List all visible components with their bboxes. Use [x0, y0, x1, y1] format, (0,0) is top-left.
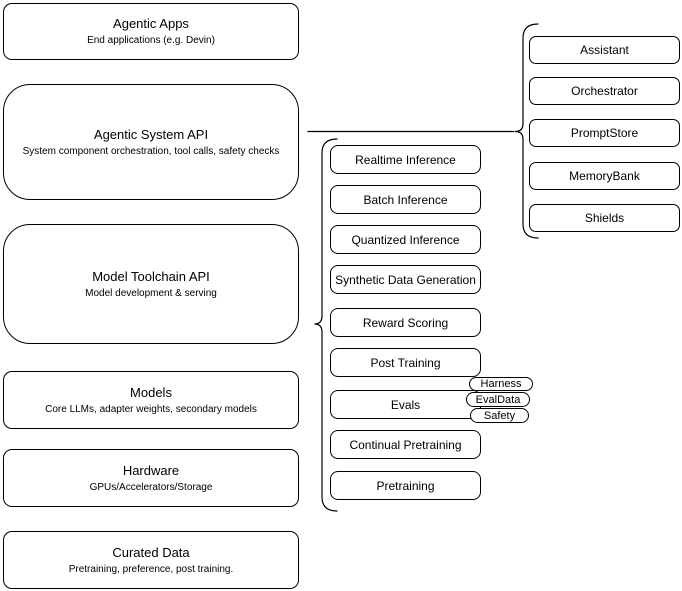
node-subtitle: End applications (e.g. Devin) [87, 35, 215, 46]
tag-safety: Safety [470, 408, 529, 423]
node-continual-pretraining: Continual Pretraining [330, 430, 481, 459]
node-reward-scoring: Reward Scoring [330, 308, 481, 337]
node-agentic-apps: Agentic Apps End applications (e.g. Devi… [3, 3, 299, 60]
node-label: Reward Scoring [362, 315, 449, 330]
node-title: Hardware [122, 462, 180, 478]
node-label: Continual Pretraining [349, 437, 462, 452]
node-evals: Evals [330, 390, 481, 419]
node-models: Models Core LLMs, adapter weights, secon… [3, 371, 299, 429]
node-label: Post Training [370, 355, 441, 370]
node-agentic-system-api: Agentic System API System component orch… [3, 84, 299, 200]
node-title: Model Toolchain API [92, 268, 210, 284]
node-title: Agentic Apps [113, 16, 189, 31]
node-pretraining: Pretraining [330, 471, 481, 500]
node-label: Quantized Inference [351, 232, 460, 247]
node-memorybank: MemoryBank [529, 162, 680, 190]
node-label: Realtime Inference [355, 152, 456, 167]
tag-label: Safety [483, 409, 516, 422]
node-label: Pretraining [376, 478, 435, 493]
node-label: Orchestrator [571, 84, 638, 98]
node-label: Synthetic Data Generation [335, 272, 476, 287]
node-realtime-inference: Realtime Inference [330, 145, 481, 174]
node-label: Evals [390, 397, 421, 412]
node-subtitle: GPUs/Accelerators/Storage [89, 481, 213, 493]
node-orchestrator: Orchestrator [529, 77, 680, 105]
node-title: Models [130, 384, 172, 400]
node-label: MemoryBank [569, 169, 640, 183]
tag-label: Harness [480, 378, 522, 390]
node-model-toolchain-api: Model Toolchain API Model development & … [3, 224, 299, 344]
node-subtitle: Pretraining, preference, post training. [68, 563, 234, 575]
node-label: Assistant [580, 43, 629, 57]
node-subtitle: Core LLMs, adapter weights, secondary mo… [45, 403, 257, 415]
tag-label: EvalData [475, 393, 521, 406]
node-shields: Shields [529, 204, 680, 232]
node-synthetic-data-generation: Synthetic Data Generation [330, 265, 481, 294]
node-assistant: Assistant [529, 36, 680, 64]
node-subtitle: Model development & serving [85, 287, 217, 299]
node-promptstore: PromptStore [529, 119, 680, 147]
tag-harness: Harness [469, 377, 533, 391]
node-title: Agentic System API [93, 126, 209, 142]
node-hardware: Hardware GPUs/Accelerators/Storage [3, 449, 299, 507]
node-quantized-inference: Quantized Inference [330, 225, 481, 254]
tag-evaldata: EvalData [466, 392, 530, 407]
node-post-training: Post Training [330, 348, 481, 377]
node-subtitle: System component orchestration, tool cal… [22, 145, 280, 157]
node-label: Shields [584, 211, 625, 225]
node-curated-data: Curated Data Pretraining, preference, po… [3, 531, 299, 589]
node-label: Batch Inference [363, 192, 448, 207]
node-title: Curated Data [112, 544, 190, 560]
node-batch-inference: Batch Inference [330, 185, 481, 214]
node-label: PromptStore [570, 126, 639, 140]
